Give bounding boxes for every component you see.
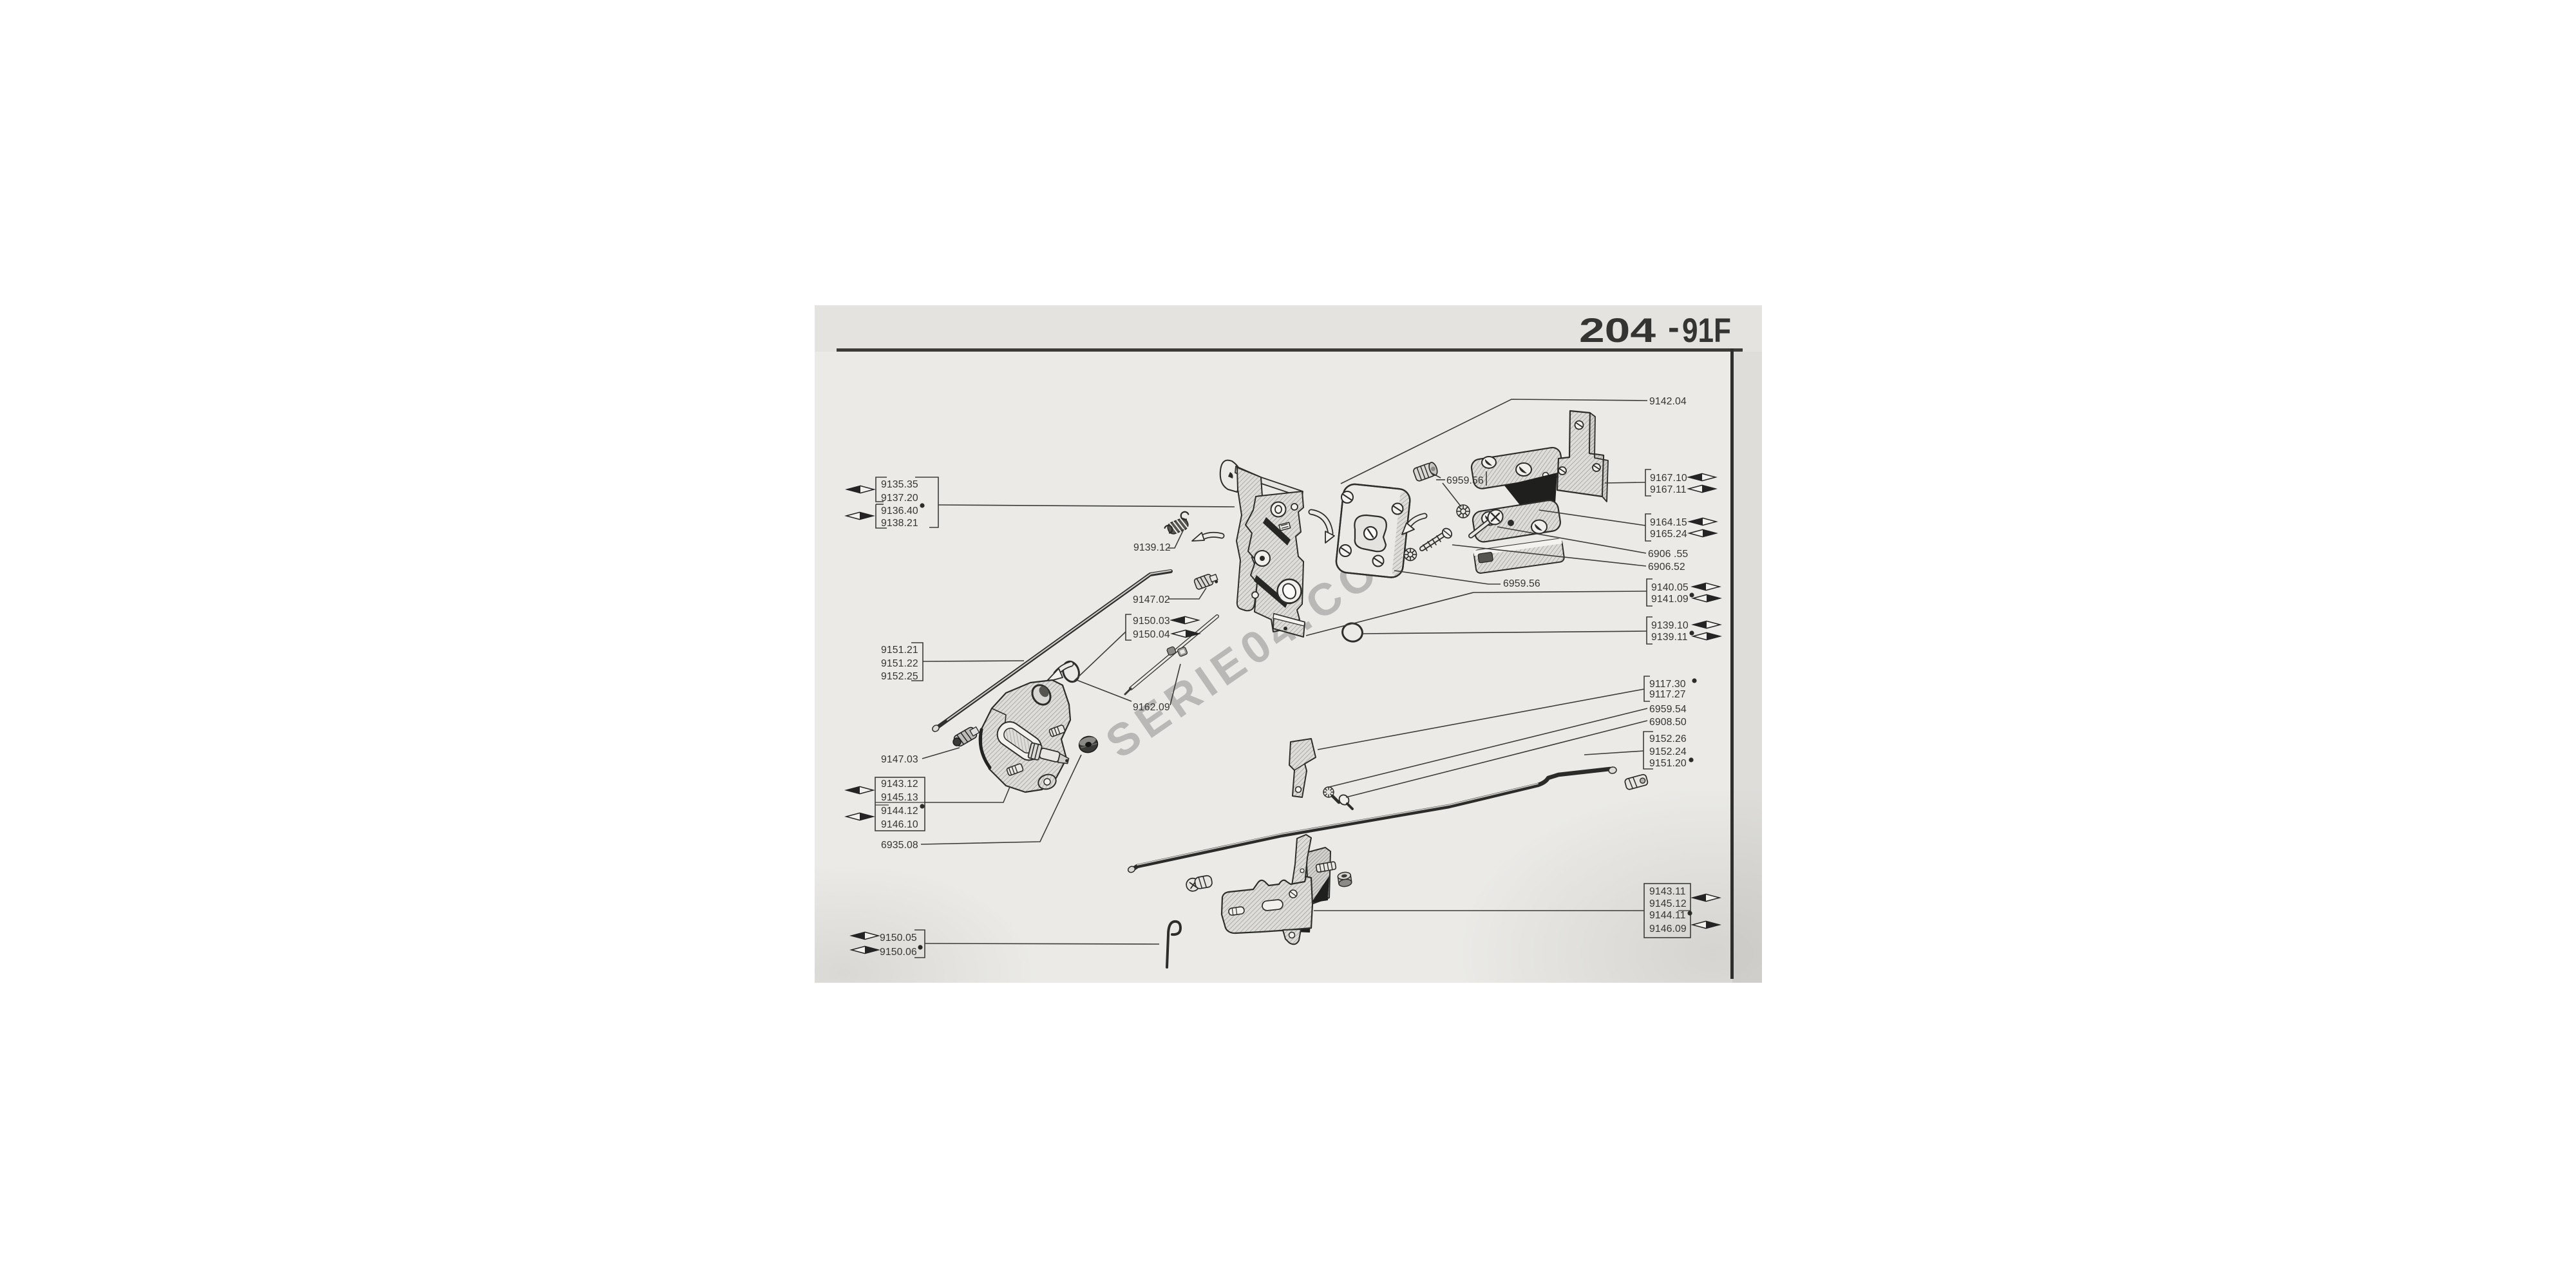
svg-text:6959.56: 6959.56 — [1446, 475, 1484, 486]
svg-text:9150.03: 9150.03 — [1133, 616, 1170, 627]
svg-text:9137.20: 9137.20 — [881, 493, 918, 504]
svg-text:9152.25: 9152.25 — [881, 671, 918, 682]
svg-text:-: - — [1668, 308, 1680, 346]
svg-text:6959.54: 6959.54 — [1649, 704, 1687, 715]
svg-text:9150.05: 9150.05 — [880, 933, 917, 943]
svg-text:9141.09: 9141.09 — [1651, 594, 1689, 605]
svg-text:9147.03: 9147.03 — [881, 754, 918, 765]
svg-text:9139.12: 9139.12 — [1133, 542, 1171, 553]
svg-text:9136.40: 9136.40 — [881, 506, 918, 516]
svg-text:9139.11: 9139.11 — [1651, 632, 1688, 643]
svg-text:9165.24: 9165.24 — [1650, 529, 1687, 540]
svg-text:6908.50: 6908.50 — [1649, 717, 1687, 728]
svg-text:9138.21: 9138.21 — [881, 518, 918, 529]
svg-text:204: 204 — [1579, 312, 1656, 350]
svg-text:9146.10: 9146.10 — [881, 819, 918, 830]
svg-text:9117.30: 9117.30 — [1649, 679, 1686, 690]
svg-text:9152.24: 9152.24 — [1649, 746, 1687, 757]
svg-text:91F: 91F — [1682, 312, 1731, 350]
svg-text:9150.04: 9150.04 — [1133, 629, 1170, 640]
svg-text:9151.21: 9151.21 — [881, 645, 918, 656]
svg-text:9151.20: 9151.20 — [1649, 758, 1687, 769]
svg-text:6906.52: 6906.52 — [1648, 562, 1685, 573]
svg-text:9167.11: 9167.11 — [1650, 484, 1687, 495]
svg-text:9152.26: 9152.26 — [1649, 734, 1687, 744]
svg-text:9144.12: 9144.12 — [881, 806, 918, 817]
svg-text:9145.13: 9145.13 — [881, 792, 918, 803]
svg-text:9135.35: 9135.35 — [881, 479, 918, 490]
svg-text:9162.09: 9162.09 — [1133, 702, 1170, 713]
svg-text:9144.11: 9144.11 — [1649, 910, 1686, 921]
svg-text:9145.12: 9145.12 — [1649, 898, 1687, 909]
svg-text:9146.09: 9146.09 — [1649, 923, 1687, 934]
svg-text:9143.12: 9143.12 — [881, 779, 918, 790]
svg-text:9143.11: 9143.11 — [1649, 886, 1686, 897]
svg-text:9147.02: 9147.02 — [1133, 594, 1170, 605]
svg-text:9164.15: 9164.15 — [1650, 517, 1687, 528]
svg-text:9150.06: 9150.06 — [880, 947, 917, 958]
svg-text:9140.05: 9140.05 — [1651, 582, 1689, 593]
svg-text:9151.22: 9151.22 — [881, 658, 918, 669]
svg-text:6935.08: 6935.08 — [881, 840, 918, 851]
svg-text:9117.27: 9117.27 — [1649, 689, 1686, 700]
svg-text:6959.56: 6959.56 — [1503, 578, 1540, 589]
svg-text:9142.04: 9142.04 — [1649, 396, 1687, 407]
svg-text:9167.10: 9167.10 — [1650, 473, 1687, 484]
svg-text:9139.10: 9139.10 — [1651, 620, 1689, 631]
svg-text:6906 .55: 6906 .55 — [1648, 549, 1688, 560]
